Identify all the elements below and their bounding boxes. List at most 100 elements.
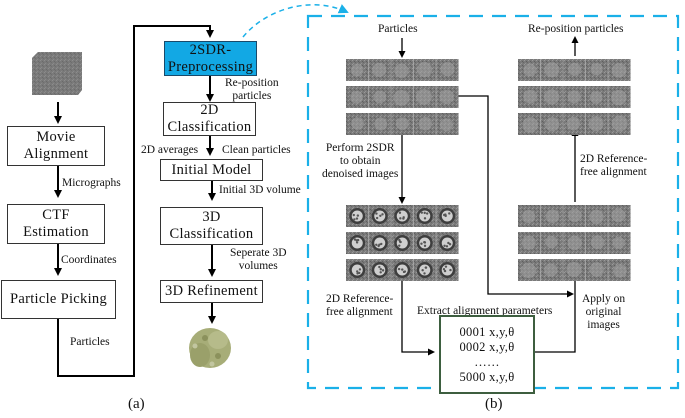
param-row: 5000 x,y,θ xyxy=(459,369,515,384)
particle-picking-box: Particle Picking xyxy=(1,280,116,319)
particle-image xyxy=(349,262,366,278)
particle-image xyxy=(371,235,388,251)
ctf-estimation-box: CTF Estimation xyxy=(7,204,105,244)
particle-image xyxy=(521,235,536,250)
particle-image xyxy=(394,208,411,224)
ref-free-alignment-right-label: 2D Reference- free alignment xyxy=(580,153,648,178)
perform-2sdr-label: Perform 2SDR to obtain denoised images xyxy=(322,142,399,180)
particle-image xyxy=(566,116,581,131)
particle-image xyxy=(545,235,558,249)
particle-image xyxy=(522,209,536,224)
particle-image xyxy=(588,116,604,132)
particle-image xyxy=(371,208,388,224)
particle-image xyxy=(567,90,581,104)
separate-3d-volumes-label: Seperate 3D volumes xyxy=(230,247,287,272)
initial-model-box: Initial Model xyxy=(160,159,263,181)
particles-label: Particles xyxy=(70,336,110,348)
panel-a-connectors xyxy=(54,25,216,377)
particle-image xyxy=(568,208,582,223)
micrograph-stack-icon xyxy=(32,52,82,95)
particle-image xyxy=(590,235,605,250)
particle-image xyxy=(568,62,582,76)
reposition-particles-label: Re-position particles xyxy=(225,77,279,102)
particle-image xyxy=(611,89,627,106)
particle-image xyxy=(544,263,558,277)
particle-image xyxy=(439,89,454,104)
particle-image xyxy=(416,208,433,224)
panel-b-caption: (b) xyxy=(485,396,503,412)
particle-image xyxy=(590,63,603,76)
ref-free-alignment-left-label: 2D Reference- free alignment xyxy=(326,293,394,318)
denoised-particles-grid xyxy=(346,205,459,281)
particle-image xyxy=(439,208,456,224)
initial-3d-volume-label: Initial 3D volume xyxy=(219,184,301,196)
particle-image xyxy=(439,118,453,132)
particle-image xyxy=(393,89,410,106)
3d-density-map-icon xyxy=(189,328,231,368)
particle-image xyxy=(611,208,626,223)
particle-image xyxy=(394,235,411,251)
particle-image xyxy=(349,208,366,224)
2d-classification-box: 2D Classification xyxy=(163,102,256,136)
particle-image xyxy=(373,90,387,104)
particle-image xyxy=(394,63,409,78)
raw-particles-grid xyxy=(346,59,459,135)
zoom-in-link-arrow xyxy=(242,4,349,38)
particle-image xyxy=(440,62,455,77)
particle-image xyxy=(350,91,364,104)
particle-image xyxy=(545,209,560,223)
particle-image xyxy=(589,209,604,224)
particles-input-label: Particles xyxy=(378,23,418,35)
particle-image xyxy=(371,262,388,278)
particle-image xyxy=(611,63,627,78)
particle-image xyxy=(545,117,560,132)
coordinates-label: Coordinates xyxy=(61,254,117,266)
particle-image xyxy=(520,262,537,279)
param-row: 0002 x,y,θ xyxy=(459,339,515,354)
aligned-particles-grid xyxy=(518,205,631,281)
micrographs-label: Micrographs xyxy=(62,177,121,189)
2sdr-preprocessing-box: 2SDR- Preprocessing xyxy=(164,41,257,76)
particle-image xyxy=(523,63,537,77)
particle-image xyxy=(396,117,409,130)
particle-image xyxy=(417,62,433,78)
repositioned-particles-grid xyxy=(518,59,631,135)
param-row: 0001 x,y,θ xyxy=(459,324,515,339)
particle-image xyxy=(544,62,560,78)
particle-image xyxy=(416,88,432,105)
panel-b-connectors xyxy=(398,36,579,356)
param-row: …… xyxy=(474,354,500,369)
clean-particles-label: Clean particles xyxy=(222,144,291,156)
extract-alignment-params-label: Extract alignment parameters xyxy=(417,305,553,317)
particle-image xyxy=(351,117,364,130)
particle-image xyxy=(439,235,456,251)
particle-image xyxy=(613,264,627,278)
particle-image xyxy=(567,235,582,251)
reposition-particles-output-label: Re-position particles xyxy=(528,23,624,35)
2d-averages-label: 2D averages xyxy=(141,144,199,156)
alignment-parameters-box: 0001 x,y,θ 0002 x,y,θ …… 5000 x,y,θ xyxy=(439,315,535,394)
particle-image xyxy=(372,62,387,77)
particle-image xyxy=(544,89,560,105)
particle-image xyxy=(612,236,625,249)
movie-alignment-box: Movie Alignment xyxy=(7,126,105,166)
3d-classification-box: 3D Classification xyxy=(160,207,263,245)
particle-image xyxy=(350,63,364,77)
apply-on-original-label: Apply on original images xyxy=(582,293,626,331)
particle-image xyxy=(589,262,604,277)
particle-image xyxy=(566,261,582,277)
particle-image xyxy=(349,235,366,251)
particle-image xyxy=(611,115,628,132)
image-grids xyxy=(346,59,631,281)
particle-image xyxy=(439,262,456,278)
3d-refinement-box: 3D Refinement xyxy=(160,280,263,303)
panel-a-caption: (a) xyxy=(128,396,145,412)
particle-image xyxy=(394,262,411,278)
particle-image xyxy=(589,91,603,104)
particle-image xyxy=(418,117,432,131)
particle-image xyxy=(416,262,433,278)
particle-image xyxy=(523,89,538,104)
particle-image xyxy=(416,235,433,251)
particle-image xyxy=(374,117,388,131)
